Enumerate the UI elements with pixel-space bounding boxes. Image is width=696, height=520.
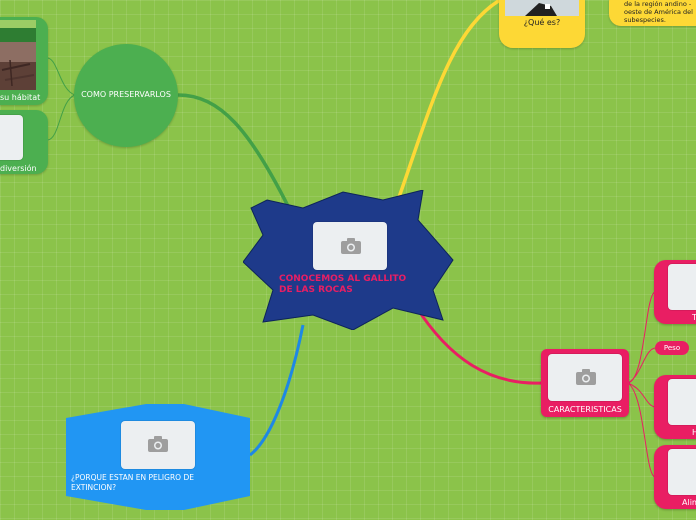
habitat-label: su hábitat bbox=[0, 93, 41, 102]
alimentacion-image-placeholder bbox=[668, 449, 696, 495]
tamano-image-placeholder bbox=[668, 264, 696, 310]
connector-yellow bbox=[396, 0, 501, 201]
descripcion-card[interactable] bbox=[609, 0, 696, 26]
camera-icon bbox=[148, 436, 168, 452]
descripcion-line-1: de la región andino - bbox=[624, 0, 692, 8]
connector-green-habitat bbox=[47, 57, 76, 96]
diversion-label: diversión bbox=[0, 164, 37, 173]
connector-green bbox=[177, 93, 292, 211]
peso-node[interactable] bbox=[655, 341, 689, 355]
alimentacion-label: Alim bbox=[682, 498, 696, 507]
caracteristicas-image-placeholder bbox=[548, 354, 622, 401]
connector-pink-1 bbox=[627, 291, 656, 384]
extincion-label: ¿PORQUE ESTAN EN PELIGRO DE EXTINCION? bbox=[71, 473, 194, 492]
descripcion-text: de la región andino - oeste de América d… bbox=[624, 0, 693, 24]
bird-photo bbox=[505, 0, 579, 16]
connector-green-diversion bbox=[47, 94, 76, 141]
que-es-label: ¿Qué es? bbox=[523, 18, 561, 27]
central-image-placeholder bbox=[313, 222, 387, 270]
habitat2-image-placeholder bbox=[668, 379, 696, 425]
deforestation-photo bbox=[0, 20, 36, 90]
preservar-node[interactable] bbox=[74, 44, 178, 147]
descripcion-line-2: oeste de América del bbox=[624, 8, 693, 16]
habitat2-label: H bbox=[692, 428, 696, 437]
camera-icon bbox=[576, 369, 596, 385]
connector-blue bbox=[249, 324, 305, 457]
diversion-image-placeholder bbox=[0, 115, 23, 160]
connector-pink-2 bbox=[627, 347, 656, 384]
extincion-image-placeholder bbox=[121, 421, 195, 469]
central-title: CONOCEMOS AL GALLITO DE LAS ROCAS bbox=[279, 274, 407, 295]
peso-label: Peso bbox=[663, 344, 681, 352]
caracteristicas-label: CARACTERISTICAS bbox=[548, 405, 622, 414]
connector-pink bbox=[413, 304, 543, 385]
camera-icon bbox=[341, 238, 361, 254]
preservar-label: COMO PRESERVARLOS bbox=[81, 90, 171, 99]
tamano-label: T bbox=[692, 313, 696, 322]
connector-pink-4 bbox=[627, 382, 656, 478]
connector-pink-3 bbox=[627, 382, 656, 408]
descripcion-line-3: subespecies. bbox=[624, 16, 666, 24]
